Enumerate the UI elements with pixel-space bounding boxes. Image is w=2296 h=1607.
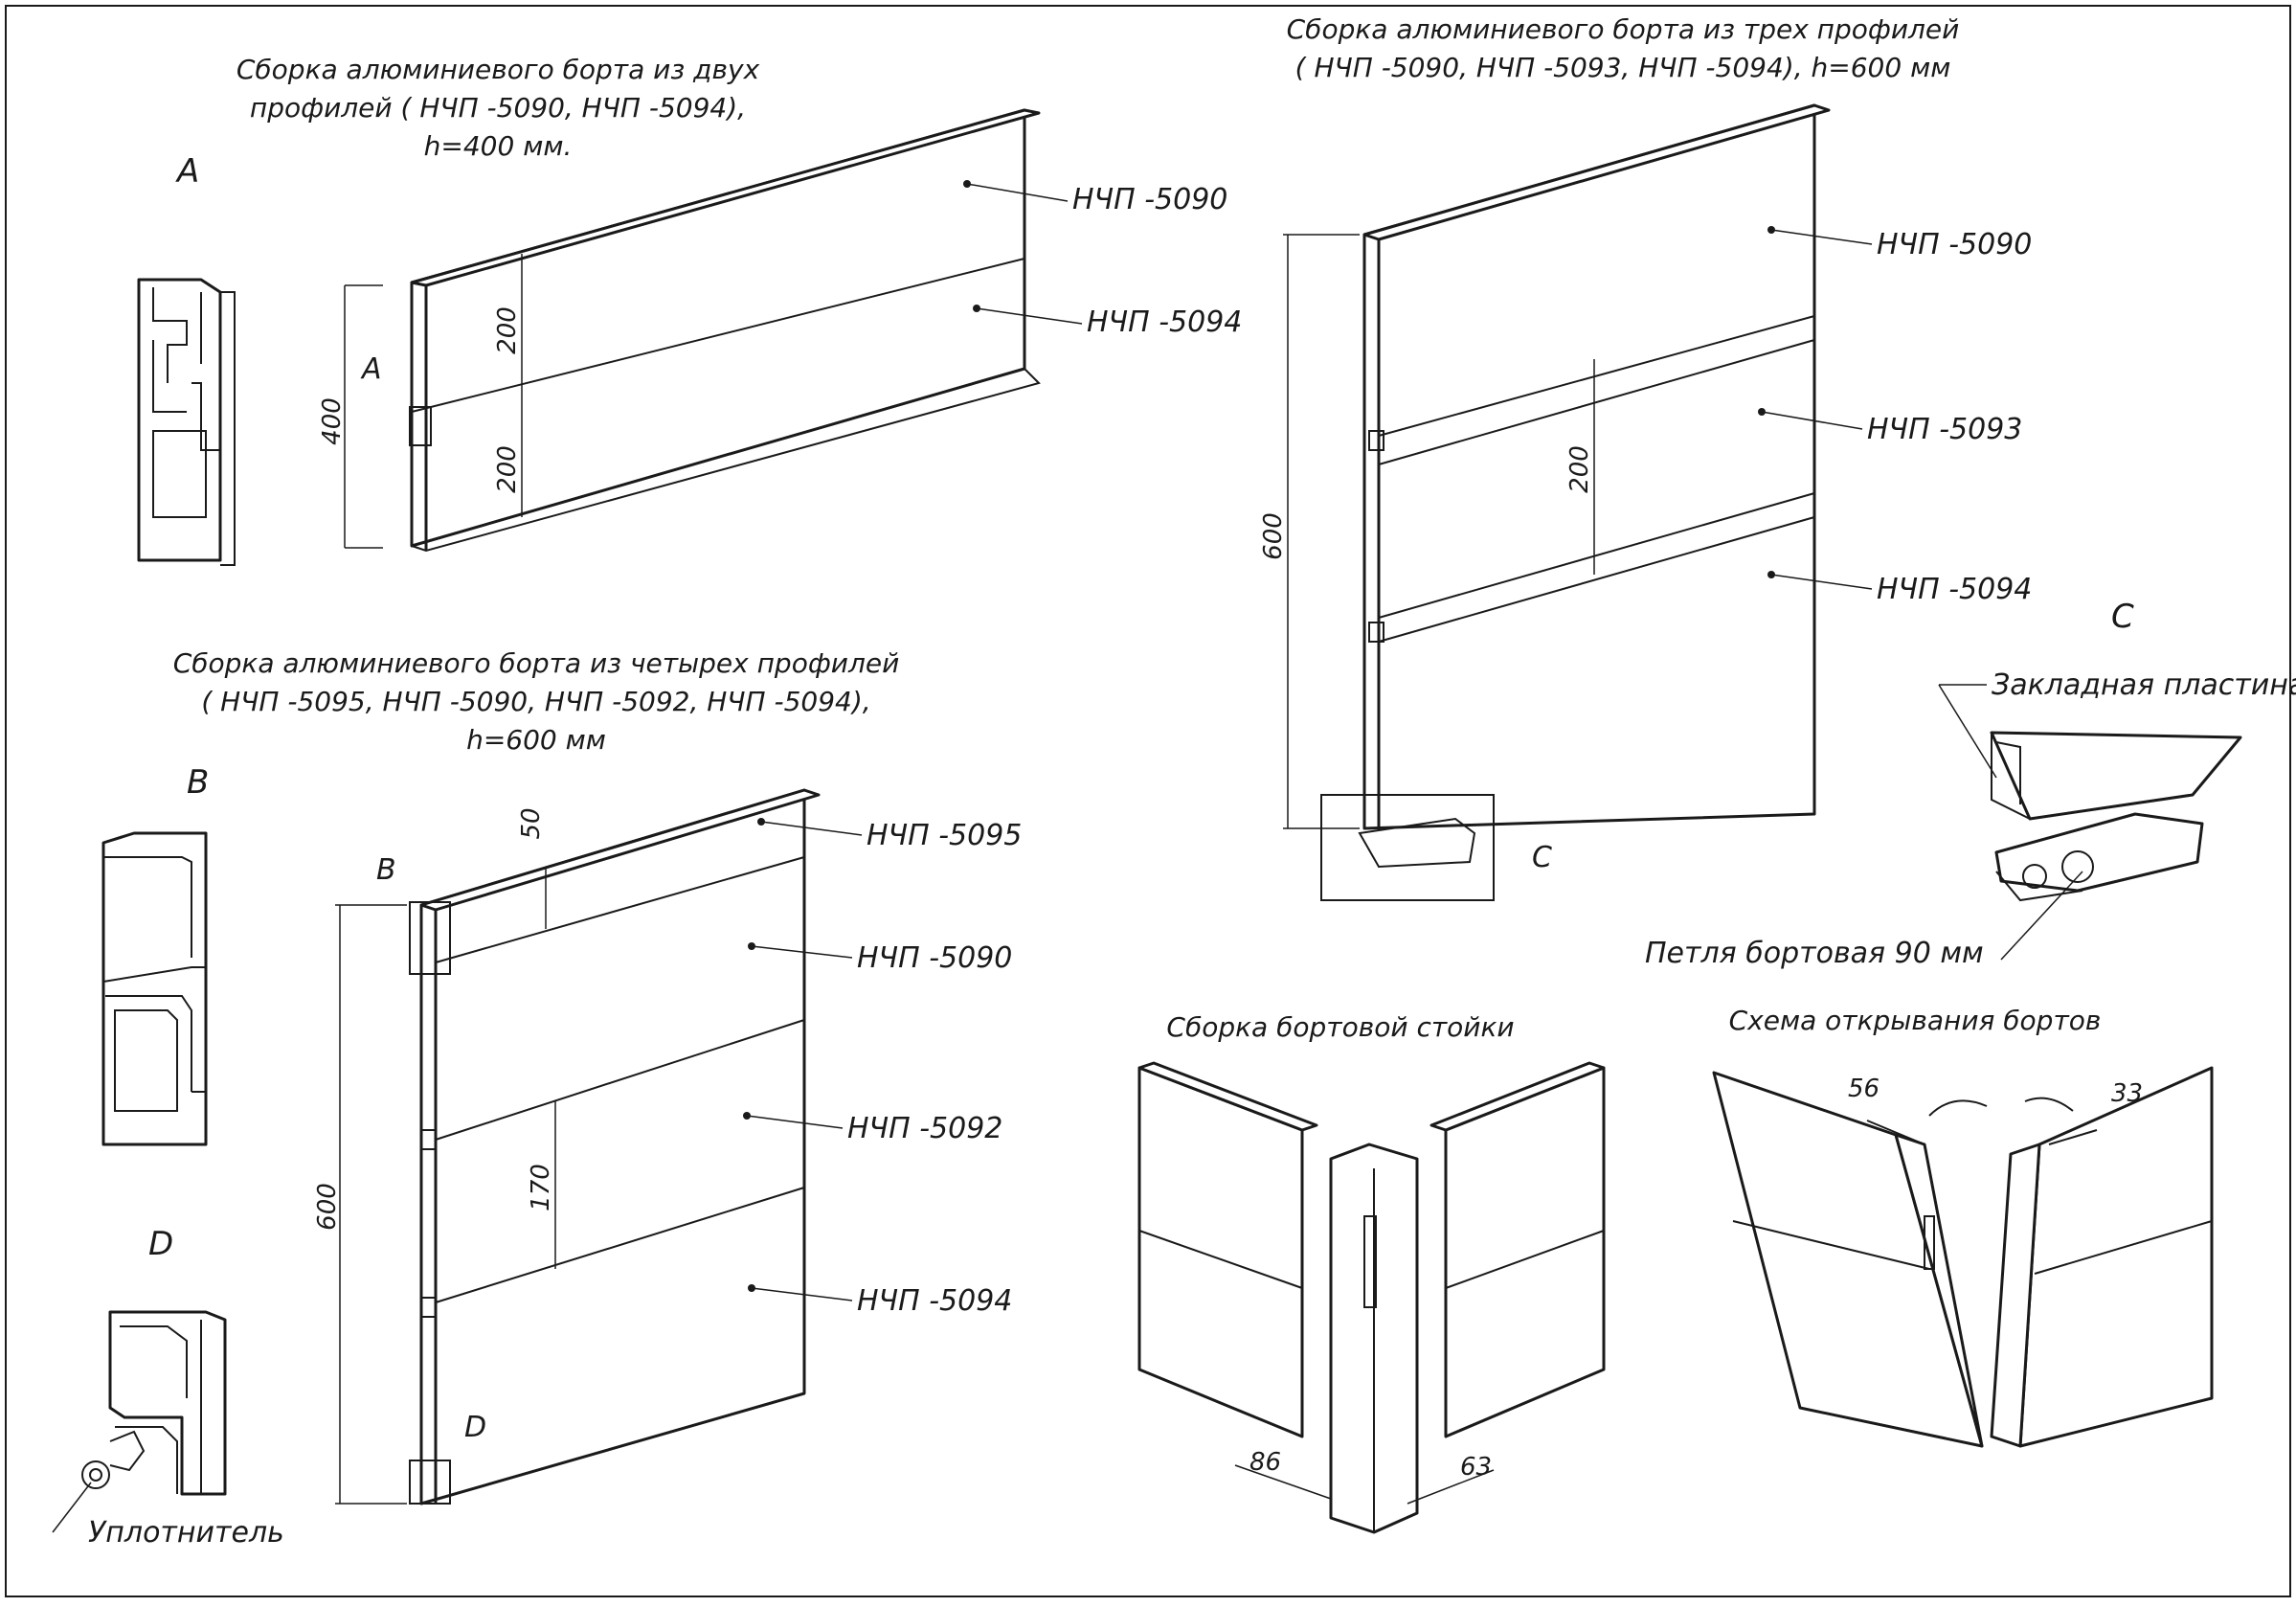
label-5090-a: НЧП -5090 xyxy=(1072,183,1227,216)
label-5094-c: НЧП -5094 xyxy=(1877,573,2032,606)
label-5090-b: НЧП -5090 xyxy=(857,941,1012,975)
label-5090-c: НЧП -5090 xyxy=(1877,228,2032,261)
dim-600-left: 600 xyxy=(313,1183,342,1231)
title-line-2: профилей ( НЧП -5090, НЧП -5094), xyxy=(250,92,746,124)
detail-letter-c: C xyxy=(2111,598,2134,636)
detail-letter-d: D xyxy=(148,1225,173,1263)
title3-line-2: ( НЧП -5090, НЧП -5093, НЧП -5094), h=60… xyxy=(1295,52,1951,83)
label-seal: Уплотнитель xyxy=(88,1516,284,1550)
detail-letter-b: B xyxy=(187,763,209,802)
title-four-profiles: Сборка алюминиевого борта из четырех про… xyxy=(173,647,900,756)
panel-three-profiles xyxy=(1283,103,1831,901)
post-assembly-drawing xyxy=(1137,1061,1606,1534)
callout-d: D xyxy=(464,1411,486,1444)
dim-600-right: 600 xyxy=(1259,512,1288,560)
panel-two-profiles xyxy=(344,108,1041,553)
callout-a: A xyxy=(360,352,382,386)
title-opening-scheme: Схема открывания бортов xyxy=(1729,1005,2102,1036)
callout-b: B xyxy=(376,853,396,887)
title-line-1: Сборка алюминиевого борта из двух xyxy=(236,54,760,85)
detail-letter-a: A xyxy=(175,152,199,191)
dim-50: 50 xyxy=(517,807,546,839)
label-5094-a: НЧП -5094 xyxy=(1087,306,1242,339)
dim-33: 33 xyxy=(2111,1079,2143,1108)
label-5094-b: НЧП -5094 xyxy=(857,1284,1012,1318)
dim-200-right: 200 xyxy=(1565,445,1594,493)
title4-line-3: h=600 мм xyxy=(466,724,606,756)
dim-56: 56 xyxy=(1848,1075,1880,1103)
panel-four-profiles xyxy=(335,788,821,1505)
title-post-assembly: Сборка бортовой стойки xyxy=(1166,1011,1514,1043)
detail-a-section xyxy=(137,278,236,566)
dim-86: 86 xyxy=(1249,1448,1281,1477)
title3-line-1: Сборка алюминиевого борта из трех профил… xyxy=(1287,13,1960,45)
label-embedded-plate: Закладная пластина xyxy=(1992,668,2296,702)
dim-200-bottom: 200 xyxy=(493,445,522,493)
label-5092: НЧП -5092 xyxy=(847,1112,1002,1145)
title4-line-2: ( НЧП -5095, НЧП -5090, НЧП -5092, НЧП -… xyxy=(201,686,870,717)
detail-c-hinge xyxy=(1990,731,2242,902)
dim-200-top: 200 xyxy=(493,306,522,354)
sheet-frame xyxy=(5,5,2291,1597)
label-5095: НЧП -5095 xyxy=(867,819,1022,852)
label-5093: НЧП -5093 xyxy=(1867,413,2022,446)
dim-170: 170 xyxy=(527,1164,555,1211)
title-two-profiles: Сборка алюминиевого борта из двух профил… xyxy=(236,54,760,162)
detail-b-section xyxy=(101,831,208,1146)
callout-c: C xyxy=(1532,841,1552,874)
title-three-profiles: Сборка алюминиевого борта из трех профил… xyxy=(1287,13,1960,83)
detail-d-section xyxy=(81,1310,227,1496)
label-hinge: Петля бортовая 90 мм xyxy=(1645,937,1984,970)
title-line-3: h=400 мм. xyxy=(424,130,573,162)
dim-400: 400 xyxy=(318,397,347,445)
title4-line-1: Сборка алюминиевого борта из четырех про… xyxy=(173,647,900,679)
opening-scheme-drawing xyxy=(1712,1066,2214,1448)
dim-63: 63 xyxy=(1460,1453,1492,1482)
